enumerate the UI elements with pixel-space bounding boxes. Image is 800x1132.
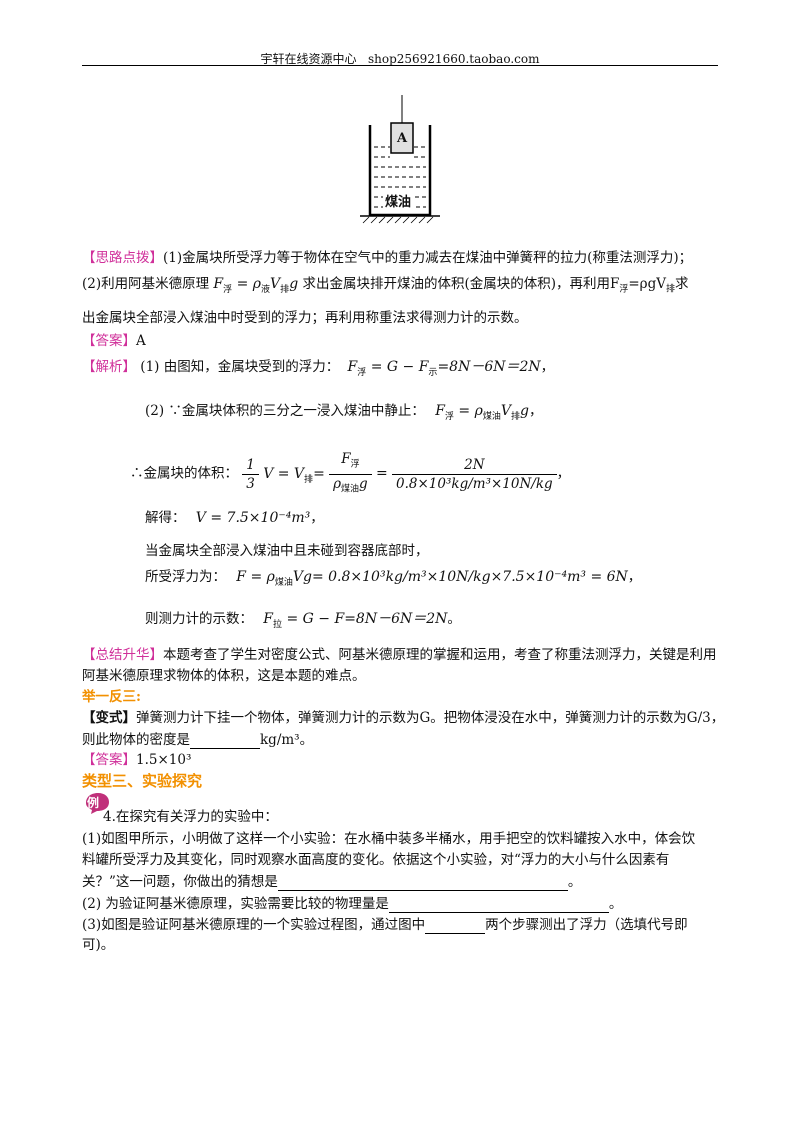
summary-line2: 阿基米德原理求物体的体积，这是本题的难点。 — [82, 668, 366, 684]
explanation-step6: 所受浮力为： F = ρ煤油Vg= 0.8×10³kg/m³×10N/kg×7.… — [145, 569, 642, 588]
section-title: 类型三、实验探究 — [82, 772, 203, 790]
beaker-figure — [360, 95, 440, 224]
analysis-line1: 【思路点拨】(1)金属块所受浮力等于物体在空气中的重力减去在煤油中弹簧秤的拉力(… — [82, 250, 693, 266]
block-label: A — [396, 131, 408, 146]
practice-tag: 【变式】 — [82, 710, 136, 726]
archimedes-formula: F浮 = ρ液V排g — [213, 276, 299, 295]
header-url: shop256921660.taobao.com — [367, 52, 540, 66]
practice-title: 举一反三: — [82, 689, 141, 705]
practice-blank[interactable] — [190, 730, 260, 749]
quantity-blank[interactable] — [388, 894, 609, 913]
explanation-step7: 则测力计的示数： F拉 = G − F=8N－6N＝2N。 — [145, 611, 461, 630]
explanation-step5: 当金属块全部浸入煤油中且未碰到容器底部时， — [145, 543, 429, 559]
header-rule — [82, 65, 718, 66]
header-shop: 宇轩在线资源中心 — [260, 52, 357, 66]
question-title: 4.在探究有关浮力的实验中： — [103, 809, 278, 825]
analysis-tag: 【思路点拨】 — [82, 250, 163, 266]
answer1: 【答案】A — [82, 333, 146, 349]
analysis-line2: (2)利用阿基米德原理 F浮 = ρ液V排g 求出金属块排开煤油的体积(金属块的… — [82, 276, 689, 295]
example-badge-icon — [86, 793, 109, 814]
example-badge-label: 例 — [87, 796, 100, 810]
practice-line2: 则此物体的密度是 kg/m³。 — [82, 730, 314, 749]
practice-line1: 【变式】弹簧测力计下挂一个物体，弹簧测力计的示数为G。把物体浸没在水中，弹簧测力… — [82, 710, 725, 726]
explanation-step1: 【解析】 (1) 由图知，金属块受到的浮力： F浮 = G − F示=8N－6N… — [82, 359, 555, 378]
question-p3-l2: 可)。 — [82, 937, 115, 953]
question-p2: (2) 为验证阿基米德原理，实验需要比较的物理量是 。 — [82, 894, 623, 913]
page-header: 宇轩在线资源中心 shop256921660.taobao.com — [0, 50, 800, 67]
question-p1-l1: (1)如图甲所示，小明做了这样一个小实验：在水桶中装多半桶水，用手把空的饮料罐按… — [82, 831, 696, 847]
analysis-line3: 出金属块全部浸入煤油中时受到的浮力；再利用称重法求得测力计的示数。 — [82, 310, 528, 326]
question-p1-l3: 关？”这一问题，你做出的猜想是 。 — [82, 872, 582, 891]
answer2: 【答案】1.5×10³ — [82, 752, 192, 768]
explanation-tag: 【解析】 — [82, 359, 136, 375]
kerosene-label: 煤油 — [383, 191, 414, 210]
steps-blank[interactable] — [425, 915, 486, 934]
summary-line1: 【总结升华】本题考查了学生对密度公式、阿基米德原理的掌握和运用，考查了称重法测浮… — [82, 647, 717, 663]
explanation-step4: 解得： V = 7.5×10⁻⁴m³， — [145, 510, 324, 526]
question-p3: (3)如图是验证阿基米德原理的一个实验过程图，通过图中 两个步骤测出了浮力（选填… — [82, 915, 688, 934]
hypothesis-blank[interactable] — [277, 872, 568, 891]
explanation-step2: (2) ∵金属块体积的三分之一浸入煤油中静止： F浮 = ρ煤油V排g， — [145, 403, 543, 422]
question-p1-l2: 料罐所受浮力及其变化，同时观察水面高度的变化。依据这个小实验，对“浮力的大小与什… — [82, 852, 670, 868]
summary-tag: 【总结升华】 — [82, 647, 163, 663]
